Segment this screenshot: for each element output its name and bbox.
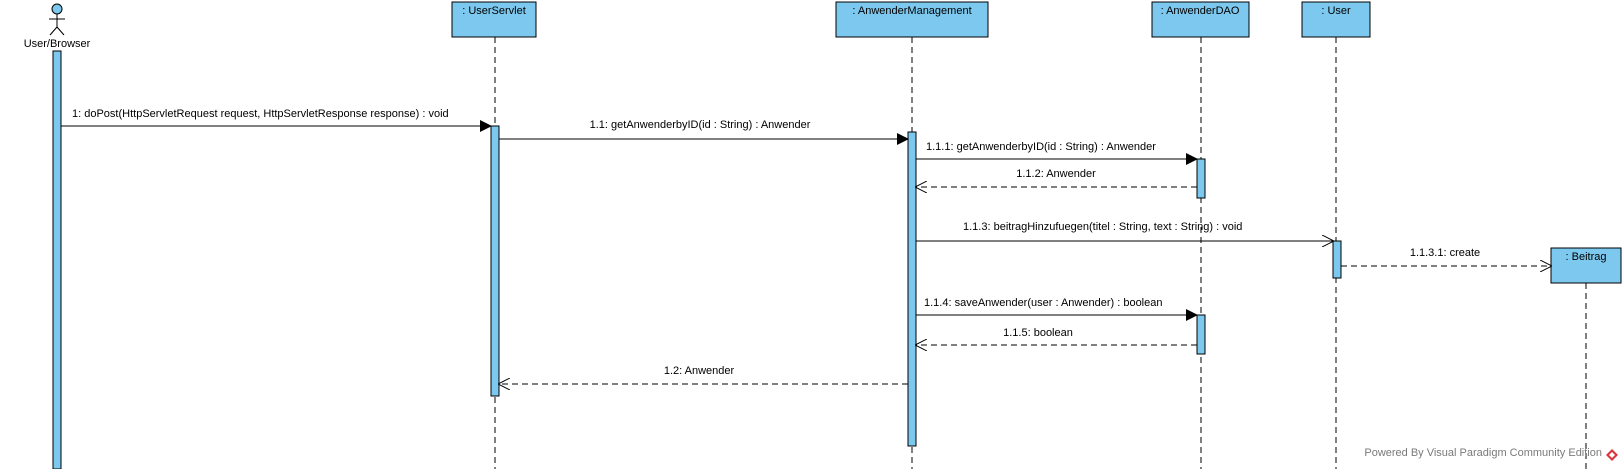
activation-bar-anwenderdao	[1196, 314, 1206, 355]
lifeline-user[interactable]: : User	[1301, 1, 1371, 469]
activation-bar-user	[1332, 240, 1342, 279]
activation-bar-userservlet	[490, 125, 500, 397]
message-1-2-return-anwender[interactable]: 1.2: Anwender	[499, 365, 908, 384]
message-label: 1.1.2: Anwender	[1016, 168, 1096, 180]
message-label: 1: doPost(HttpServletRequest request, Ht…	[72, 108, 449, 120]
footer-credit: Powered By Visual Paradigm Community Edi…	[1364, 447, 1602, 459]
lifeline-name: : UserServlet	[462, 5, 526, 17]
message-label: 1.1.3.1: create	[1410, 247, 1480, 259]
lifeline-name: : User	[1321, 5, 1351, 17]
message-label: 1.1.3: beitragHinzufuegen(titel : String…	[963, 221, 1242, 233]
lifeline-anwenderdao[interactable]: : AnwenderDAO	[1151, 1, 1250, 469]
message-label: 1.1.1: getAnwenderbyID(id : String) : An…	[926, 141, 1156, 153]
lifeline-name: : AnwenderManagement	[852, 5, 971, 17]
message-label: 1.1.4: saveAnwender(user : Anwender) : b…	[924, 297, 1162, 309]
actor-label: User/Browser	[24, 38, 91, 50]
message-1-1-getanwenderbyid[interactable]: 1.1: getAnwenderbyID(id : String) : Anwe…	[499, 119, 909, 145]
visual-paradigm-logo-icon	[1606, 449, 1618, 461]
actor-user-browser[interactable]: User/Browser	[24, 3, 91, 50]
message-1-dopost[interactable]: 1: doPost(HttpServletRequest request, Ht…	[61, 108, 492, 132]
message-label: 1.1.5: boolean	[1003, 327, 1073, 339]
message-1-1-3-1-create[interactable]: 1.1.3.1: create	[1341, 247, 1551, 266]
message-label: 1.1: getAnwenderbyID(id : String) : Anwe…	[590, 119, 811, 131]
lifeline-head-anwenderdao[interactable]	[1151, 1, 1250, 38]
message-label: 1.2: Anwender	[664, 365, 735, 377]
lifeline-name: : AnwenderDAO	[1161, 5, 1240, 17]
lifeline-head-userservlet[interactable]	[451, 1, 537, 38]
activation-bar-anwendermanagement	[907, 131, 917, 447]
message-1-1-3-beitraghinzufuegen[interactable]: 1.1.3: beitragHinzufuegen(titel : String…	[916, 221, 1333, 241]
activation-bar-user-browser	[52, 50, 62, 469]
lifeline-beitrag[interactable]: : Beitrag	[1550, 247, 1622, 469]
message-1-1-1-getanwenderbyid[interactable]: 1.1.1: getAnwenderbyID(id : String) : An…	[916, 141, 1198, 165]
message-1-1-5-return-boolean[interactable]: 1.1.5: boolean	[916, 327, 1197, 345]
lifeline-head-user[interactable]	[1301, 1, 1371, 38]
message-1-1-4-saveanwender[interactable]: 1.1.4: saveAnwender(user : Anwender) : b…	[916, 297, 1198, 321]
message-1-1-2-return-anwender[interactable]: 1.1.2: Anwender	[916, 168, 1197, 187]
activation-bar-anwenderdao	[1196, 158, 1206, 199]
lifeline-anwendermanagement[interactable]: : AnwenderManagement	[835, 1, 989, 469]
lifeline-name: : Beitrag	[1566, 251, 1607, 263]
stick-figure-icon	[49, 3, 65, 36]
lifeline-head-beitrag[interactable]	[1550, 247, 1622, 284]
lifeline-userservlet[interactable]: : UserServlet	[451, 1, 537, 469]
lifeline-head-anwendermanagement[interactable]	[835, 1, 989, 38]
